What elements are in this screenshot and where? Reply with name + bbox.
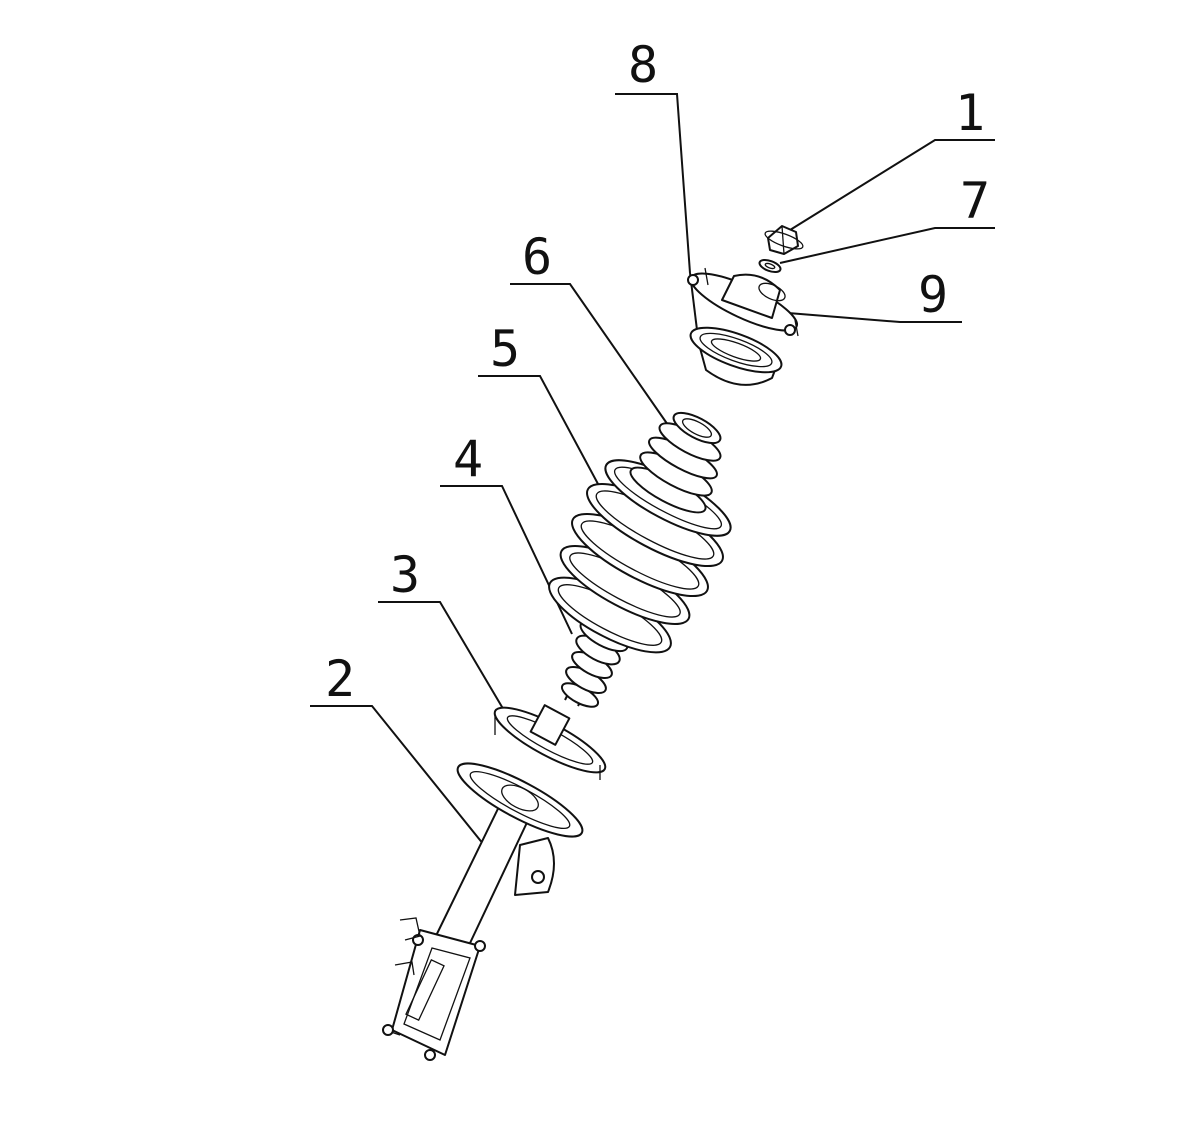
label-1: 1: [955, 84, 985, 142]
leader-lines: [310, 93, 995, 851]
upper-spring-seat-part: [689, 326, 783, 386]
label-5: 5: [490, 320, 520, 378]
nut-part: [764, 225, 804, 255]
label-2: 2: [325, 650, 355, 708]
lower-spring-seat: [456, 762, 584, 838]
strut-mount-part: [687, 267, 799, 337]
label-8: 8: [628, 36, 658, 94]
dust-boot-part: [629, 411, 722, 514]
label-6: 6: [522, 228, 552, 286]
washer-part: [758, 258, 782, 274]
label-4: 4: [453, 430, 483, 488]
spring-seat-part: [493, 704, 607, 780]
label-9: 9: [918, 266, 948, 324]
label-7: 7: [960, 172, 990, 230]
part-labels: 8 1 7 9 6 5 4 3 2: [325, 36, 990, 708]
label-3: 3: [390, 546, 420, 604]
